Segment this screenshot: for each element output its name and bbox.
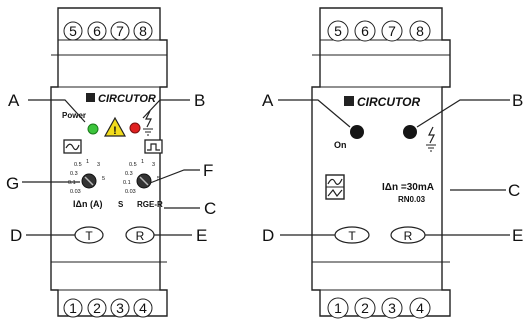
left-terminals-top: 5 6 7 8 [63, 21, 153, 41]
terminal-8: 8 [139, 23, 147, 39]
callout-c: C [508, 181, 520, 200]
ac-waveform-icon [63, 139, 82, 154]
svg-text:3: 3 [97, 162, 100, 168]
sensitivity-dial[interactable] [81, 173, 97, 189]
svg-text:0.3: 0.3 [125, 171, 133, 177]
svg-text:1: 1 [86, 159, 89, 165]
callout-e: E [196, 226, 207, 245]
callout-d: D [10, 226, 22, 245]
sensitivity-label: IΔn =30mA [382, 182, 434, 193]
right-callouts [278, 99, 510, 236]
right-model-label: RN0.03 [398, 195, 426, 204]
dial-right-label: S [118, 200, 124, 209]
terminal-3: 3 [116, 300, 124, 316]
svg-text:0.03: 0.03 [70, 189, 81, 195]
right-brand: CIRCUTOR [357, 95, 420, 109]
terminal-6: 6 [361, 23, 369, 39]
callout-b: B [194, 91, 205, 110]
svg-text:0.5: 0.5 [74, 162, 82, 168]
terminal-7: 7 [388, 23, 396, 39]
terminal-5: 5 [334, 23, 342, 39]
terminal-1: 1 [334, 300, 342, 316]
svg-text:0.5: 0.5 [129, 162, 137, 168]
svg-text:3: 3 [152, 162, 155, 168]
left-brand: CIRCUTOR [98, 93, 156, 105]
terminal-4: 4 [139, 300, 147, 316]
right-relay: 5 6 7 8 CIRCUTOR On IΔn =30mA RN0.03 T [262, 7, 523, 319]
terminal-3: 3 [388, 300, 396, 316]
left-callouts [22, 99, 200, 236]
left-relay: 5 6 7 8 CIRCUTOR Power ! [6, 7, 216, 318]
svg-text:T: T [348, 229, 356, 243]
svg-text:0.3: 0.3 [70, 171, 78, 177]
terminal-5: 5 [69, 23, 77, 39]
delay-dial[interactable] [136, 173, 152, 189]
callout-f: F [203, 161, 213, 180]
terminal-7: 7 [116, 23, 124, 39]
terminal-6: 6 [93, 23, 101, 39]
earth-leakage-icon [143, 110, 153, 136]
svg-text:T: T [85, 229, 93, 243]
svg-text:0.1: 0.1 [68, 180, 76, 186]
left-model-label: RGE-R [137, 200, 163, 209]
callout-e: E [512, 226, 523, 245]
callout-g: G [6, 174, 19, 193]
earth-leakage-icon [426, 126, 436, 152]
callout-c: C [204, 199, 216, 218]
right-reset-button[interactable]: R [390, 226, 426, 244]
right-dial-scale: 0.5 1 3 0.3 5 0.1 0.03 [123, 159, 160, 195]
terminal-2: 2 [361, 300, 369, 316]
power-label: Power [62, 111, 86, 120]
terminal-4: 4 [416, 300, 424, 316]
trip-led [129, 122, 141, 134]
callout-b: B [512, 91, 523, 110]
brand-logo-icon [344, 96, 354, 106]
svg-text:5: 5 [157, 176, 160, 182]
svg-text:!: ! [113, 125, 117, 137]
terminal-1: 1 [69, 300, 77, 316]
trip-led [403, 125, 417, 139]
svg-text:5: 5 [102, 176, 105, 182]
terminal-2: 2 [93, 300, 101, 316]
warning-icon: ! [103, 116, 127, 137]
pulse-waveform-icon [144, 139, 163, 154]
power-led [87, 123, 99, 135]
waveform-type-icon [325, 174, 345, 200]
right-terminals-top: 5 6 7 8 [327, 20, 431, 42]
right-test-button[interactable]: T [334, 226, 370, 244]
right-terminals-bottom: 1 2 3 4 [327, 297, 431, 319]
on-led [350, 125, 364, 139]
terminal-8: 8 [416, 23, 424, 39]
svg-text:1: 1 [141, 159, 144, 165]
callout-a: A [262, 91, 274, 110]
left-test-button[interactable]: T [74, 226, 104, 244]
svg-text:R: R [404, 229, 413, 243]
on-label: On [334, 140, 347, 150]
svg-text:R: R [136, 229, 145, 243]
svg-text:0.1: 0.1 [123, 180, 131, 186]
left-dial-scale: 0.5 1 3 0.3 5 0.1 0.03 [68, 159, 105, 195]
left-terminals-bottom: 1 2 3 4 [63, 298, 153, 318]
callout-a: A [8, 91, 20, 110]
brand-logo-icon [86, 93, 95, 102]
left-reset-button[interactable]: R [125, 226, 155, 244]
svg-text:0.03: 0.03 [125, 189, 136, 195]
callout-d: D [262, 226, 274, 245]
dial-left-label: IΔn (A) [73, 199, 102, 209]
